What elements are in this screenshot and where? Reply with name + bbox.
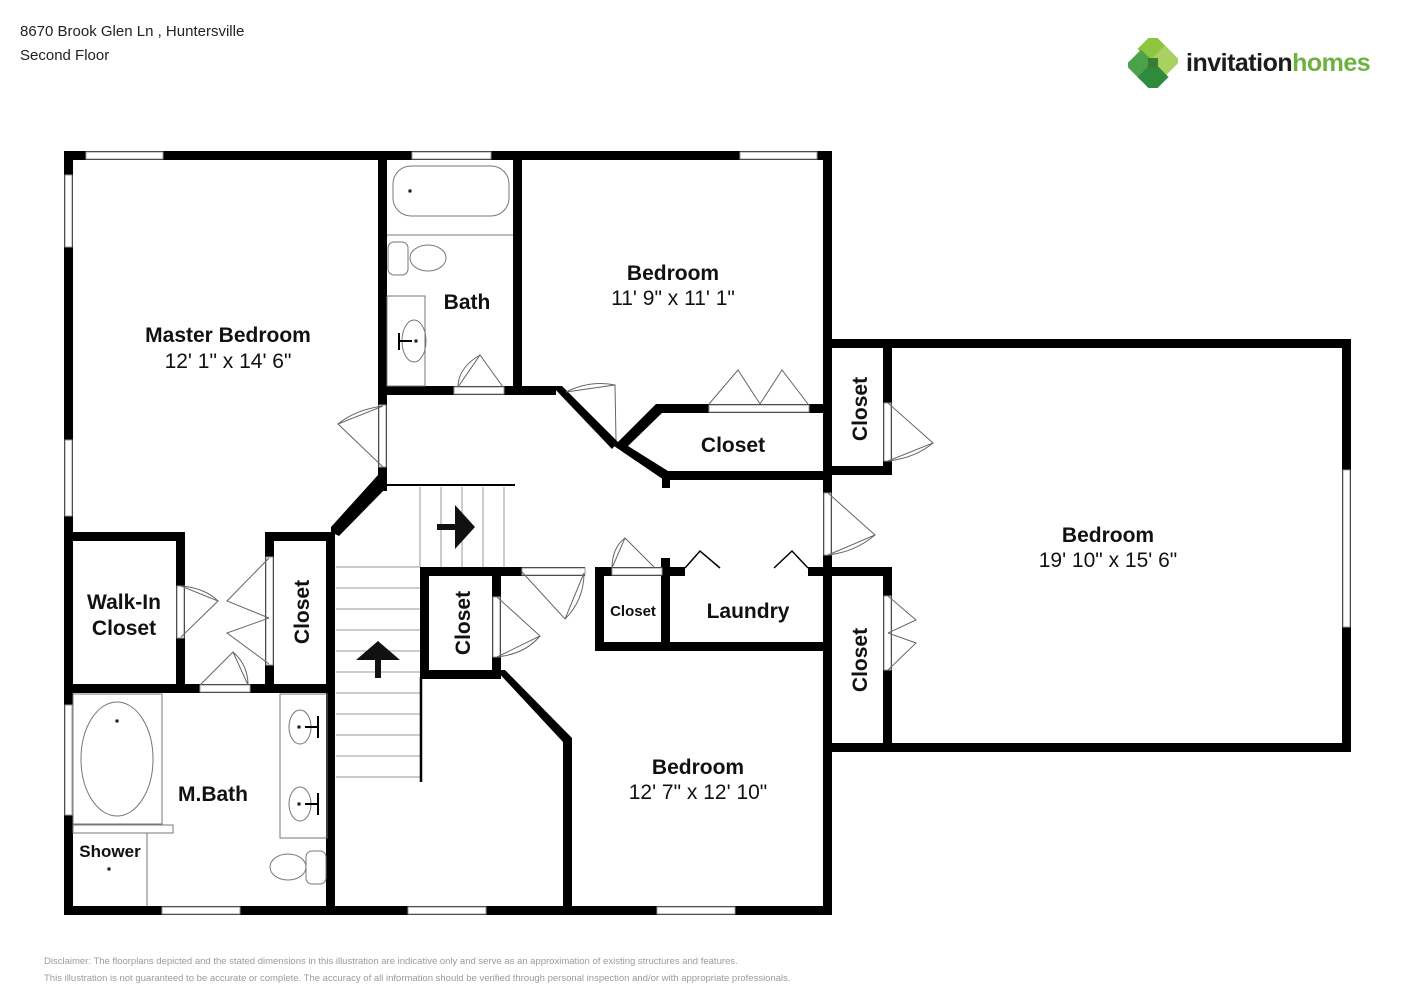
disclaimer-line-2: This illustration is not guaranteed to b… bbox=[44, 973, 791, 984]
label-shower: Shower bbox=[79, 842, 141, 861]
label-bedroom-2: Bedroom bbox=[1062, 524, 1154, 547]
stairs bbox=[336, 484, 515, 782]
label-closet-small: Closet bbox=[610, 603, 656, 620]
windows bbox=[64, 151, 1351, 915]
label-laundry: Laundry bbox=[707, 600, 790, 623]
property-address: 8670 Brook Glen Ln , Huntersville bbox=[20, 23, 245, 40]
dims-bedroom-3: 12' 7" x 12' 10" bbox=[629, 781, 768, 804]
dims-master-bedroom: 12' 1" x 14' 6" bbox=[165, 350, 292, 373]
room-labels: Master Bedroom 12' 1" x 14' 6" Bath Bedr… bbox=[79, 262, 1177, 861]
label-walk-in-closet-2: Closet bbox=[92, 617, 156, 640]
logo-word-invitation: invitation bbox=[1186, 48, 1293, 77]
label-closet-hall: Closet bbox=[291, 580, 314, 644]
dims-bedroom-1: 11' 9" x 11' 1" bbox=[611, 287, 735, 310]
door-swings bbox=[180, 354, 934, 686]
label-bedroom-1: Bedroom bbox=[627, 262, 719, 285]
label-closet-stair: Closet bbox=[452, 591, 475, 655]
clover-diamond-icon bbox=[1128, 38, 1178, 88]
label-closet-right-lower: Closet bbox=[849, 628, 872, 692]
label-bedroom-3: Bedroom bbox=[652, 756, 744, 779]
dims-bedroom-2: 19' 10" x 15' 6" bbox=[1039, 549, 1178, 572]
logo-wordmark: invitationhomes bbox=[1186, 48, 1371, 78]
label-master-bedroom: Master Bedroom bbox=[145, 324, 311, 347]
label-walk-in-closet-1: Walk-In bbox=[87, 591, 161, 614]
label-closet-right-upper: Closet bbox=[849, 377, 872, 441]
label-closet-bedroom-1: Closet bbox=[701, 434, 765, 457]
header: 8670 Brook Glen Ln , Huntersville Second… bbox=[20, 20, 244, 68]
label-m-bath: M.Bath bbox=[178, 783, 248, 806]
invitation-homes-logo: invitationhomes bbox=[1128, 36, 1388, 90]
floor-label: Second Floor bbox=[20, 47, 110, 64]
disclaimer: Disclaimer: The floorplans depicted and … bbox=[44, 953, 791, 987]
logo-word-homes: homes bbox=[1292, 48, 1371, 77]
label-bath: Bath bbox=[444, 291, 491, 314]
fixtures bbox=[72, 165, 513, 906]
door-openings bbox=[176, 386, 892, 693]
stair-arrow-right-icon bbox=[437, 505, 475, 549]
stair-arrow-up-icon bbox=[356, 641, 400, 678]
disclaimer-line-1: Disclaimer: The floorplans depicted and … bbox=[44, 956, 738, 967]
